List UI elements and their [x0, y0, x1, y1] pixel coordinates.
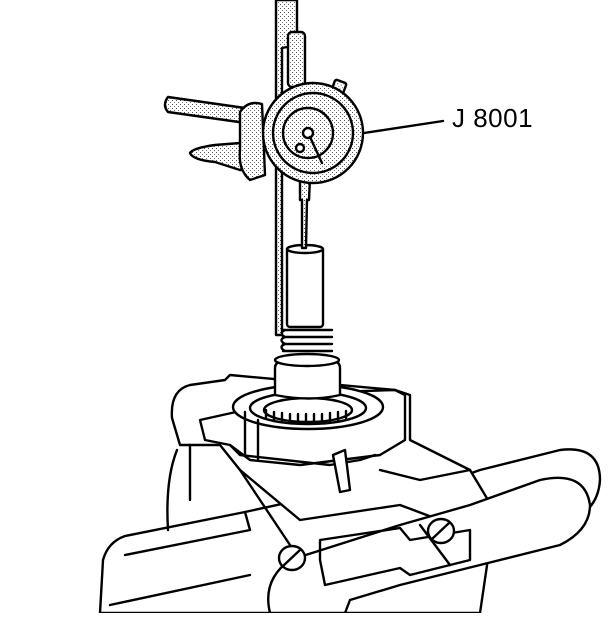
callout-leader-line [362, 119, 445, 135]
indicator-stand-rod [274, 0, 307, 337]
indicator-clamp [163, 95, 267, 182]
callout-label-j8001: J 8001 [452, 103, 534, 133]
indicator-plunger [285, 176, 325, 329]
output-shaft [273, 328, 342, 400]
dial-indicator [261, 78, 365, 185]
bearing-collar [198, 383, 407, 494]
